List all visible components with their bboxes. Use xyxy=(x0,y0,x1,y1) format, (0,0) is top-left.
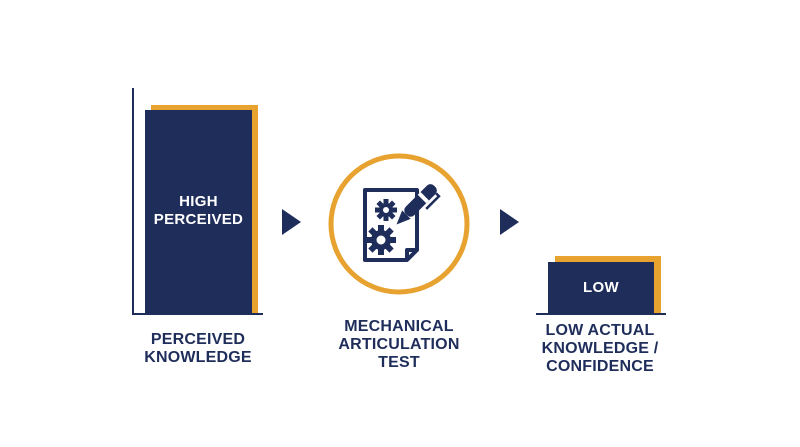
left-label: PERCEIVED KNOWLEDGE xyxy=(118,331,278,367)
left-label-line2: KNOWLEDGE xyxy=(144,349,252,366)
right-bar xyxy=(548,262,654,313)
right-label-line3: CONFIDENCE xyxy=(546,358,654,375)
left-bar xyxy=(145,110,252,313)
left-axis-baseline xyxy=(132,313,263,315)
right-axis-baseline xyxy=(536,313,666,315)
arrow-right-icon xyxy=(500,209,519,235)
arrow-right-icon xyxy=(282,209,301,235)
mechanical-test-icon xyxy=(328,153,470,295)
left-bar-text: HIGH PERCEIVED xyxy=(145,193,252,229)
middle-label-line3: TEST xyxy=(378,354,420,371)
right-label-line1: LOW ACTUAL xyxy=(545,322,655,339)
left-label-line1: PERCEIVED xyxy=(150,331,246,348)
right-bar-text: LOW xyxy=(583,279,619,296)
left-bar-text-line2: PERCEIVED xyxy=(153,211,244,228)
middle-label-line1: MECHANICAL xyxy=(344,318,454,335)
middle-label: MECHANICAL ARTICULATION TEST xyxy=(314,318,484,372)
middle-label-line2: ARTICULATION xyxy=(338,336,460,353)
right-label: LOW ACTUAL KNOWLEDGE / CONFIDENCE xyxy=(520,322,680,376)
right-label-line2: KNOWLEDGE / xyxy=(541,340,659,357)
left-axis-vertical xyxy=(132,88,134,315)
left-bar-text-line1: HIGH xyxy=(179,193,218,210)
